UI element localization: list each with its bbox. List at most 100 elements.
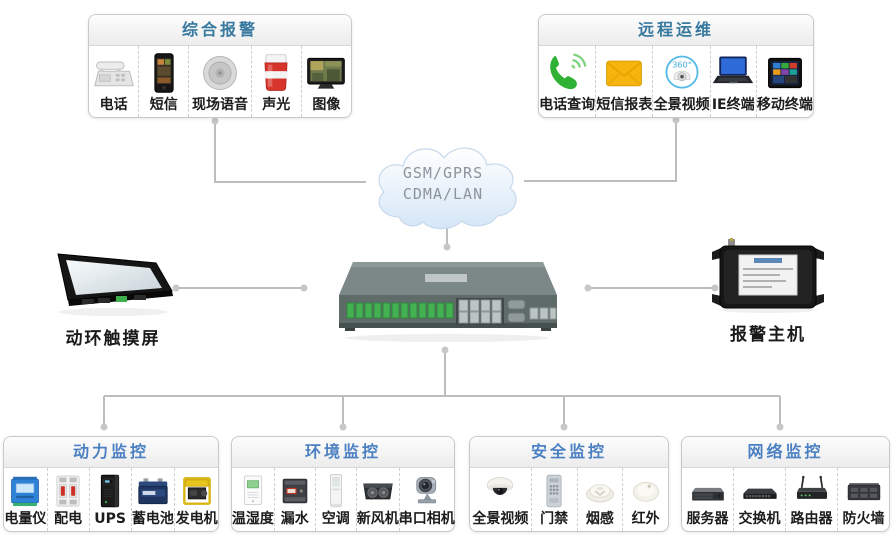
device-item-label: 配电 bbox=[54, 511, 83, 527]
group-items: 电话 短信现场语音声光 图像 bbox=[89, 46, 351, 117]
device-item-label: 图像 bbox=[312, 97, 341, 113]
device-item-label: 短信报表 bbox=[596, 97, 653, 113]
infrared-sensor-icon bbox=[626, 470, 666, 511]
device-item-label: 声光 bbox=[262, 97, 291, 113]
cloud-icon bbox=[378, 147, 517, 230]
ups-icon bbox=[90, 470, 130, 511]
device-item-label: 服务器 bbox=[686, 511, 729, 527]
water-leak-icon bbox=[275, 470, 315, 511]
device-item: 空调 bbox=[314, 468, 356, 531]
monitoring-host-device bbox=[325, 250, 565, 345]
monitor-icon bbox=[304, 48, 348, 97]
device-item-label: 现场语音 bbox=[192, 97, 248, 113]
device-item-label: 新风机 bbox=[356, 511, 399, 527]
touchscreen-label: 动环触摸屏 bbox=[65, 329, 161, 349]
siren-icon bbox=[254, 48, 298, 97]
laptop-icon bbox=[711, 48, 755, 97]
device-item: 图像 bbox=[300, 46, 351, 117]
dome-camera-icon bbox=[480, 470, 520, 511]
device-item-label: 电话 bbox=[99, 97, 128, 113]
device-item: 路由器 bbox=[785, 468, 837, 531]
temp-humidity-icon bbox=[233, 470, 273, 511]
touchscreen-device: 动环触摸屏 bbox=[38, 246, 188, 349]
device-item: 移动终端 bbox=[755, 46, 813, 117]
group-title: 网络监控 bbox=[682, 437, 889, 468]
device-item-label: 漏水 bbox=[280, 511, 309, 527]
device-item-label: 蓄电池 bbox=[131, 511, 174, 527]
smartphone-icon bbox=[142, 48, 186, 97]
group-title: 综合报警 bbox=[89, 15, 351, 46]
device-item-label: 交换机 bbox=[738, 511, 781, 527]
device-item: 短信 bbox=[138, 46, 188, 117]
cloud-network-line1: GSM/GPRS bbox=[402, 164, 484, 182]
group-title: 远程运维 bbox=[539, 15, 813, 46]
group-box-network-monitoring: 网络监控服务器交换机路由器防火墙 bbox=[681, 436, 890, 532]
group-items: 全景视频门禁烟感 红外 bbox=[470, 468, 668, 531]
network-cloud: GSM/GPRS CDMA/LAN bbox=[362, 137, 524, 233]
switch-icon bbox=[740, 470, 780, 511]
device-item: 发电机 bbox=[174, 468, 218, 531]
alarm-host-icon bbox=[712, 238, 824, 313]
device-item-label: 空调 bbox=[321, 511, 350, 527]
svg-text:360°: 360° bbox=[672, 59, 692, 69]
device-item-label: 电话查询 bbox=[539, 97, 596, 113]
device-item-label: 全景视频 bbox=[472, 511, 529, 527]
alarm-host-label: 报警主机 bbox=[730, 325, 806, 345]
device-item: 蓄电池 bbox=[130, 468, 175, 531]
access-keypad-icon bbox=[534, 470, 574, 511]
device-item: 服务器 bbox=[682, 468, 733, 531]
device-item: 新风机 bbox=[355, 468, 399, 531]
device-item: 短信报表 bbox=[595, 46, 652, 117]
device-item-label: 移动终端 bbox=[756, 97, 813, 113]
phone-query-icon bbox=[545, 48, 589, 97]
device-item-label: 路由器 bbox=[790, 511, 833, 527]
device-item: 交换机 bbox=[733, 468, 785, 531]
device-item: 声光 bbox=[250, 46, 301, 117]
device-item: IE终端 bbox=[709, 46, 756, 117]
device-item-label: 烟感 bbox=[585, 511, 614, 527]
device-item: 现场语音 bbox=[188, 46, 250, 117]
device-item-label: 串口相机 bbox=[398, 511, 455, 527]
serial-camera-icon bbox=[407, 470, 447, 511]
device-item: 电量仪 bbox=[4, 468, 47, 531]
telephone-icon bbox=[92, 48, 136, 97]
device-item-label: 门禁 bbox=[540, 511, 569, 527]
group-items: 服务器交换机路由器防火墙 bbox=[682, 468, 889, 531]
smoke-detector-icon bbox=[580, 470, 620, 511]
alarm-host-device: 报警主机 bbox=[706, 238, 830, 345]
server-icon bbox=[688, 470, 728, 511]
group-box-integrated-alarm: 综合报警电话 短信现场语音声光 图像 bbox=[88, 14, 352, 118]
device-item-label: 短信 bbox=[149, 97, 178, 113]
envelope-icon bbox=[602, 48, 646, 97]
tablet-icon bbox=[763, 48, 807, 97]
device-item: 红外 bbox=[622, 468, 668, 531]
breaker-icon bbox=[48, 470, 88, 511]
group-title: 安全监控 bbox=[470, 437, 668, 468]
fresh-air-icon bbox=[358, 470, 398, 511]
device-item: 360° 全景视频 bbox=[652, 46, 710, 117]
device-item-label: 防火墙 bbox=[842, 511, 885, 527]
rack-controller-icon bbox=[339, 262, 557, 342]
device-item-label: 电量仪 bbox=[4, 511, 47, 527]
device-item: 门禁 bbox=[530, 468, 577, 531]
group-title: 动力监控 bbox=[4, 437, 218, 468]
device-item: 温湿度 bbox=[232, 468, 274, 531]
router-icon bbox=[792, 470, 832, 511]
panorama-360-icon: 360° bbox=[660, 48, 704, 97]
group-box-security-monitoring: 安全监控全景视频门禁烟感 红外 bbox=[469, 436, 669, 532]
device-item: 串口相机 bbox=[398, 468, 455, 531]
device-item: 全景视频 bbox=[470, 468, 531, 531]
device-item-label: 全景视频 bbox=[653, 97, 710, 113]
device-item: 防火墙 bbox=[837, 468, 889, 531]
device-item: 电话 bbox=[89, 46, 138, 117]
device-item-label: 红外 bbox=[631, 511, 660, 527]
device-item: 漏水 bbox=[273, 468, 315, 531]
ceiling-speaker-icon bbox=[198, 48, 242, 97]
device-item: 配电 bbox=[46, 468, 89, 531]
device-item-label: 温湿度 bbox=[231, 511, 274, 527]
group-items: 温湿度漏水空调新风机串口相机 bbox=[232, 468, 455, 531]
